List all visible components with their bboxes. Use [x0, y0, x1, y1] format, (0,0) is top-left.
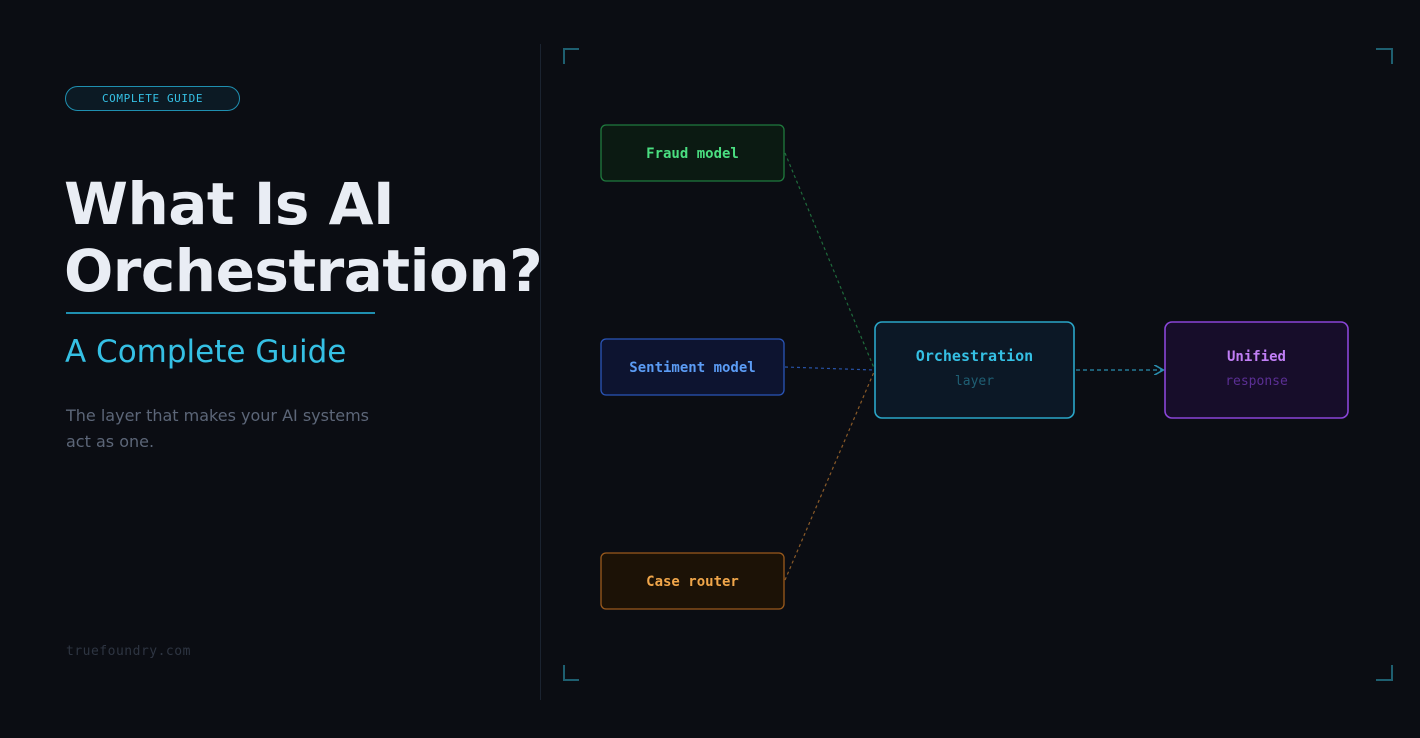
node-orchestration-layer: Orchestration layer [874, 321, 1075, 419]
node-case-router: Case router [600, 552, 785, 610]
page-title-line-1: What Is AI [64, 170, 395, 238]
node-orchestration-label: Orchestration [916, 347, 1033, 365]
node-unified-label: Unified [1227, 349, 1286, 365]
connector-fraud-to-orchestration [784, 152, 875, 369]
node-unified-response: Unified response [1164, 321, 1349, 419]
title-underline [66, 312, 375, 314]
node-unified-sublabel: response [1225, 374, 1288, 389]
corner-bracket-bottom-left [563, 665, 579, 681]
node-sentiment-model-label: Sentiment model [629, 360, 755, 376]
node-orchestration-sublabel: layer [955, 374, 994, 389]
connector-router-to-orchestration [784, 371, 875, 581]
corner-brackets [563, 48, 1393, 681]
node-fraud-model-label: Fraud model [646, 146, 739, 162]
corner-bracket-top-right [1376, 48, 1393, 64]
connector-sentiment-to-orchestration [784, 366, 875, 371]
page-title-line-2: Orchestration? [64, 237, 543, 305]
vertical-divider [540, 44, 541, 700]
page-subtitle: A Complete Guide [65, 334, 347, 370]
node-sentiment-model: Sentiment model [600, 338, 785, 396]
corner-bracket-top-left [563, 48, 579, 64]
node-fraud-model: Fraud model [600, 124, 785, 182]
page-description: The layer that makes your AI systems act… [66, 406, 369, 451]
guide-badge: COMPLETE GUIDE [65, 86, 240, 111]
footer-domain: truefoundry.com [66, 644, 191, 659]
node-case-router-label: Case router [646, 574, 739, 590]
corner-bracket-bottom-right [1376, 665, 1393, 681]
